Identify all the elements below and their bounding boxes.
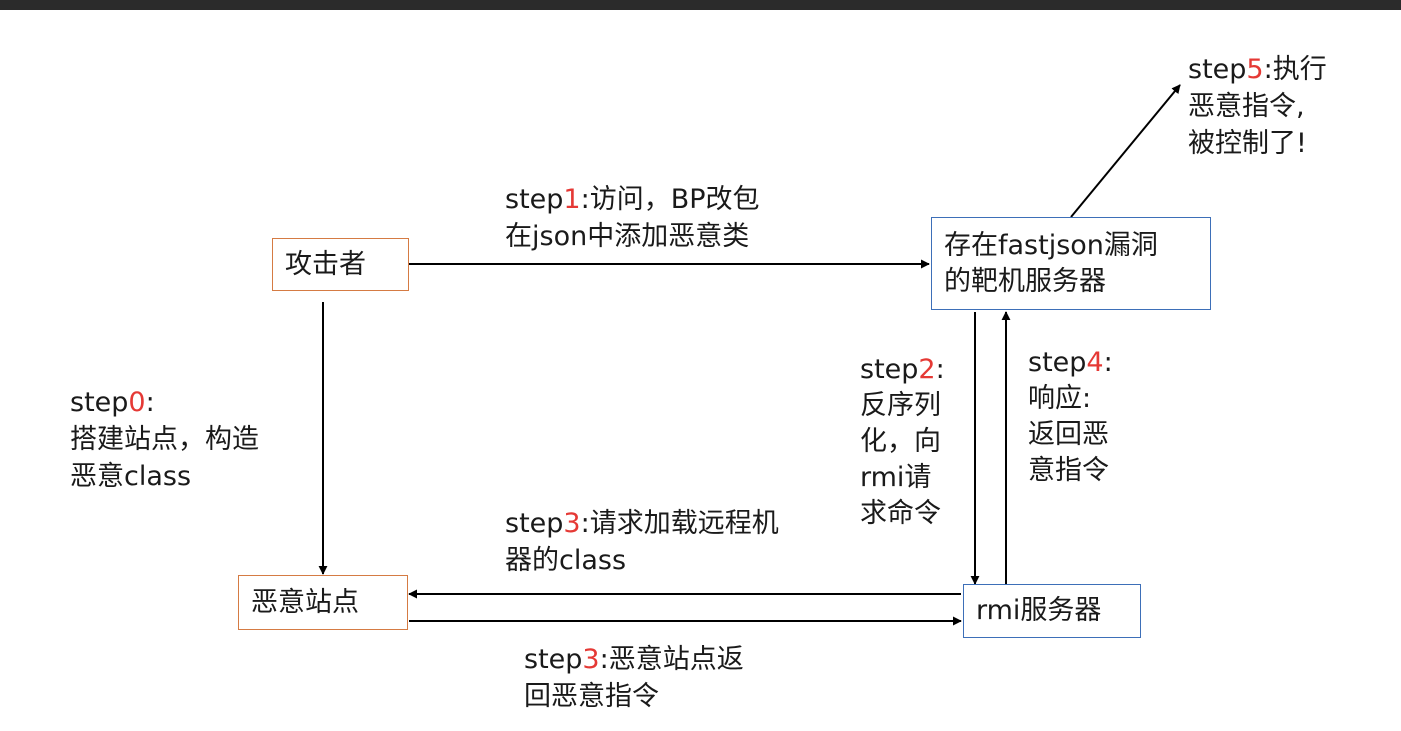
- step4-label: step4: 响应: 返回恶 意指令: [1028, 345, 1113, 489]
- attacker-node: 攻击者: [272, 238, 409, 291]
- step5-prefix: step: [1188, 54, 1247, 85]
- step4-text: : 响应: 返回恶 意指令: [1028, 347, 1113, 486]
- step5-label: step5:执行 恶意指令, 被控制了!: [1188, 51, 1327, 162]
- step0-number: 0: [128, 387, 146, 418]
- step5-text: :执行 恶意指令, 被控制了!: [1188, 54, 1327, 159]
- malicious-site-node: 恶意站点: [238, 575, 408, 630]
- step1-number: 1: [563, 184, 581, 215]
- step3a-prefix: step: [505, 508, 564, 539]
- rmi-server-label: rmi服务器: [976, 595, 1102, 626]
- step1-label: step1:访问，BP改包 在json中添加恶意类: [505, 181, 760, 255]
- rmi-server-node: rmi服务器: [963, 584, 1141, 638]
- step1-text: :访问，BP改包 在json中添加恶意类: [505, 184, 760, 252]
- step5-number: 5: [1246, 54, 1264, 85]
- attacker-label: 攻击者: [285, 248, 366, 280]
- step2-number: 2: [918, 354, 936, 385]
- step2-text: : 反序列 化，向 rmi请 求命令: [860, 354, 945, 529]
- step0-label: step0: 搭建站点，构造 恶意class: [70, 384, 259, 495]
- step3a-label: step3:请求加载远程机 器的class: [505, 505, 779, 579]
- step0-prefix: step: [70, 387, 129, 418]
- step3a-text: :请求加载远程机 器的class: [505, 508, 779, 576]
- step4-number: 4: [1086, 347, 1104, 378]
- step3b-number: 3: [582, 644, 600, 675]
- step1-prefix: step: [505, 184, 564, 215]
- step0-text: : 搭建站点，构造 恶意class: [70, 387, 259, 492]
- arrow-target-to-execution: [1070, 84, 1181, 218]
- step2-prefix: step: [860, 354, 919, 385]
- step3a-number: 3: [563, 508, 581, 539]
- step2-label: step2: 反序列 化，向 rmi请 求命令: [860, 352, 945, 532]
- target-server-node: 存在fastjson漏洞的靶机服务器: [931, 217, 1211, 310]
- top-bar: [0, 0, 1401, 10]
- step4-prefix: step: [1028, 347, 1087, 378]
- step3b-text: :恶意站点返 回恶意指令: [524, 644, 744, 712]
- step3b-label: step3:恶意站点返 回恶意指令: [524, 641, 744, 715]
- step3b-prefix: step: [524, 644, 583, 675]
- target-server-label: 存在fastjson漏洞的靶机服务器: [944, 229, 1158, 297]
- malicious-site-label: 恶意站点: [251, 586, 359, 618]
